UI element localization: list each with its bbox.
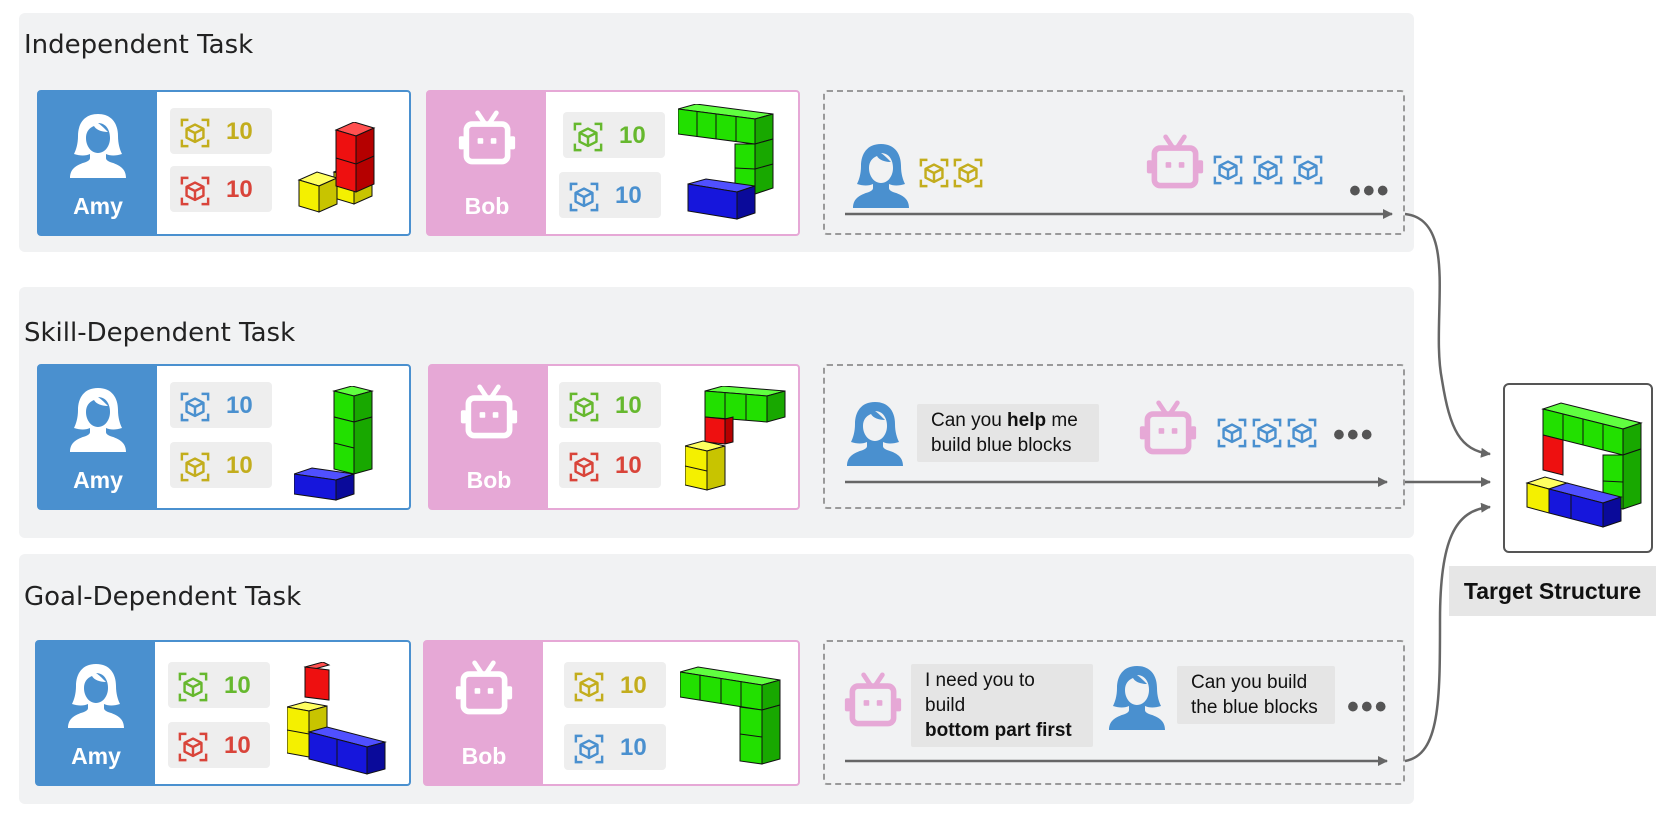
dialogue-timeline-independent: ••• [823, 90, 1405, 235]
message-text: me [1046, 410, 1078, 431]
connector-arrow [1404, 502, 1491, 763]
connector-arrow [1404, 212, 1491, 458]
amy-name: Amy [71, 743, 121, 769]
amy-avatar: Amy [39, 92, 157, 234]
block-count-chip: 10 [559, 382, 661, 428]
structure-fragment-image [287, 662, 387, 775]
dialogue-timeline-goal-dependent: I need you to build bottom part first Ca… [823, 640, 1405, 785]
target-structure-image [1525, 402, 1643, 528]
amy-card: Amy 10 10 [37, 364, 411, 510]
amy-message-bubble: Can you help me build blue blocks [917, 404, 1099, 462]
amy-name: Amy [73, 193, 123, 219]
bob-name: Bob [461, 743, 507, 769]
dialogue-timeline-skill-dependent: Can you help me build blue blocks ••• [823, 364, 1405, 509]
structure-fragment-image [680, 666, 781, 765]
amy-card: Amy 10 10 [35, 640, 411, 786]
ellipsis: ••• [1347, 688, 1389, 726]
panel-title-skill-dependent: Skill-Dependent Task [24, 318, 296, 348]
structure-fragment-image [297, 122, 376, 213]
structure-fragment-image [294, 386, 374, 501]
block-count-chip: 10 [170, 166, 272, 212]
amy-name: Amy [73, 467, 123, 493]
bob-avatar: Bob [428, 92, 546, 234]
message-text: Can you [931, 410, 1008, 431]
block-count-chip: 10 [168, 722, 270, 768]
target-structure-box [1503, 383, 1653, 553]
message-text: build blue blocks [931, 435, 1072, 456]
message-text: the blue blocks [1191, 697, 1318, 718]
ellipsis: ••• [1333, 416, 1375, 454]
block-count-chip: 10 [563, 112, 665, 158]
block-count-chip: 10 [564, 724, 666, 770]
block-count-chip: 10 [559, 172, 661, 218]
block-count: 10 [620, 734, 647, 761]
block-count-chip: 10 [170, 382, 272, 428]
amy-avatar: Amy [37, 642, 155, 784]
block-count: 10 [615, 452, 642, 479]
bob-card: Bob 10 10 [423, 640, 800, 786]
bob-avatar: Bob [430, 366, 548, 508]
block-count-chip: 10 [564, 662, 666, 708]
block-count-chip: 10 [559, 442, 661, 488]
bob-card: Bob 10 10 [428, 364, 800, 510]
target-structure-label: Target Structure [1449, 566, 1656, 616]
bob-card: Bob 10 10 [426, 90, 800, 236]
message-emphasis: help [1007, 410, 1047, 431]
bob-name: Bob [466, 467, 512, 493]
block-count: 10 [226, 176, 253, 203]
block-count: 10 [615, 392, 642, 419]
bob-name: Bob [464, 193, 510, 219]
block-count: 10 [224, 732, 251, 759]
block-count: 10 [620, 672, 647, 699]
amy-card: Amy 10 10 [37, 90, 411, 236]
panel-title-independent: Independent Task [24, 30, 254, 60]
bob-avatar: Bob [425, 642, 543, 784]
bob-message-bubble: I need you to build bottom part first [911, 664, 1093, 747]
amy-message-bubble: Can you build the blue blocks [1177, 666, 1335, 724]
structure-fragment-image [685, 386, 786, 491]
block-count-chip: 10 [170, 108, 272, 154]
ellipsis: ••• [1349, 172, 1391, 210]
block-count: 10 [226, 392, 253, 419]
block-count-chip: 10 [170, 442, 272, 488]
block-count: 10 [615, 182, 642, 209]
structure-fragment-image [678, 104, 774, 220]
block-count: 10 [224, 672, 251, 699]
block-count: 10 [226, 452, 253, 479]
block-count: 10 [226, 118, 253, 145]
block-count: 10 [619, 122, 646, 149]
block-count-chip: 10 [168, 662, 270, 708]
message-text: I need you to build [925, 670, 1035, 716]
amy-avatar: Amy [39, 366, 157, 508]
message-text: Can you build [1191, 672, 1308, 693]
message-emphasis: bottom part first [925, 720, 1072, 741]
panel-title-goal-dependent: Goal-Dependent Task [24, 582, 302, 612]
